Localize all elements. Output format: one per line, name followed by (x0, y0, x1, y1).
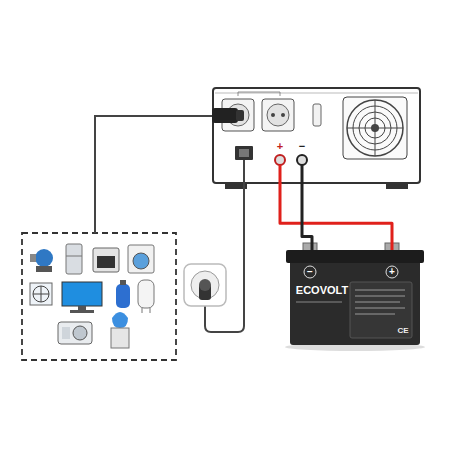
battery (355, 308, 405, 309)
fan-icon (30, 283, 52, 305)
cooling-fan (375, 100, 376, 156)
pump-icon (36, 266, 52, 272)
inverter-unit (215, 93, 418, 94)
washer-icon (133, 253, 149, 269)
power-input (235, 146, 253, 160)
boiler-icon (138, 280, 154, 308)
pump-icon (30, 254, 36, 262)
cooling-fan (347, 100, 403, 156)
oven-icon (93, 248, 119, 272)
battery (296, 302, 342, 303)
battery-cable (302, 183, 312, 250)
fridge-icon (66, 256, 82, 257)
fan-icon (33, 286, 49, 302)
output-plug (236, 110, 244, 121)
airconditioner-icon (73, 326, 87, 340)
water-cooler-icon (111, 328, 129, 348)
fridge-icon (66, 244, 82, 274)
cert-mark: CE (397, 327, 408, 335)
battery (350, 282, 412, 338)
gas-tank-icon (120, 280, 126, 285)
boiler-icon (150, 308, 151, 313)
wall-socket (184, 264, 226, 306)
cooling-fan (343, 97, 407, 159)
wall-socket (199, 279, 211, 291)
output-socket (267, 104, 289, 126)
output-socket (271, 113, 275, 117)
terminal-sign: − (299, 141, 305, 152)
power-input (235, 146, 253, 160)
battery (355, 302, 400, 303)
battery-terminal (275, 155, 307, 165)
battery (285, 243, 425, 351)
wall-socket (184, 264, 226, 306)
boiler-icon (142, 308, 143, 313)
washer-icon (128, 245, 154, 273)
fan-icon (41, 286, 42, 302)
output-plug (212, 108, 244, 123)
output-cord (95, 116, 214, 233)
terminal-sign: + (277, 141, 283, 152)
cooling-fan (343, 97, 407, 159)
terminal-sign: − (307, 267, 313, 277)
output-socket (262, 99, 294, 131)
battery (290, 258, 420, 345)
fridge-icon (66, 244, 82, 274)
appliance-group (22, 233, 176, 360)
output-plug (212, 108, 238, 123)
monitor-icon (62, 282, 102, 313)
monitor-icon (78, 306, 86, 310)
battery-terminal (297, 155, 307, 165)
appliance-group (22, 233, 176, 360)
battery (355, 290, 405, 291)
battery (355, 314, 395, 315)
battery (304, 266, 316, 278)
output-socket (262, 99, 294, 131)
boiler-icon (138, 280, 154, 313)
gas-tank-icon (116, 280, 130, 308)
oven-icon (97, 256, 115, 268)
inverter-unit (238, 92, 280, 96)
red-wire (279, 165, 282, 184)
pump-icon (30, 249, 53, 272)
washer-icon (128, 245, 154, 273)
monitor-icon (70, 310, 94, 313)
battery (386, 266, 398, 278)
gas-tank-icon (116, 284, 130, 308)
airconditioner-icon (58, 322, 92, 344)
terminal-sign: + (389, 267, 395, 277)
fan-icon (30, 283, 52, 305)
power-input (239, 149, 249, 157)
airconditioner-icon (62, 327, 70, 339)
battery (355, 296, 405, 297)
water-cooler-icon (112, 312, 128, 328)
battery (286, 250, 424, 263)
output-socket (281, 113, 285, 117)
battery-cable (280, 183, 392, 250)
black-wire (301, 165, 304, 184)
brand-name: ECOVOLT (296, 285, 348, 296)
battery-terminal (275, 155, 285, 165)
oven-icon (93, 248, 119, 272)
pump-icon (35, 249, 53, 267)
inverter-box: +− (213, 88, 420, 183)
water-cooler-icon (111, 312, 129, 348)
fuse-holder (313, 104, 321, 126)
monitor-icon (62, 282, 102, 306)
wall-socket (191, 271, 219, 299)
airconditioner-icon (58, 322, 92, 344)
